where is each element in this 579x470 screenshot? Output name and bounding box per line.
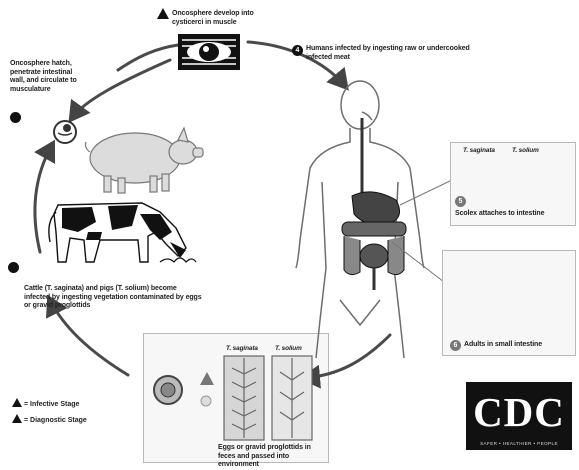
label-oncosphere-hatch: Oncosphere hatch, penetrate intestinal w… bbox=[10, 60, 82, 94]
stage-number-scolex: 5 bbox=[455, 196, 466, 207]
egg-icon bbox=[154, 376, 182, 404]
diagnostic-triangle-icon bbox=[12, 414, 22, 423]
proglottid-solium bbox=[272, 356, 312, 440]
cdc-logo-tagline: SAFER • HEALTHIER • PEOPLE bbox=[468, 441, 570, 446]
label-adults: Adults in small intestine bbox=[464, 341, 574, 350]
egg-small bbox=[201, 396, 211, 406]
stage-number-adults: 6 bbox=[450, 340, 461, 351]
legend-infective: = Infective Stage bbox=[12, 398, 79, 408]
legend-diagnostic: = Diagnostic Stage bbox=[12, 414, 87, 424]
label-oncosphere-develop: Oncosphere develop into cysticerci in mu… bbox=[172, 10, 282, 27]
arrow-environment-to-cattle bbox=[50, 300, 128, 375]
label-eggs: Eggs or gravid proglottids in feces and … bbox=[218, 444, 326, 470]
cdc-logo: CDC SAFER • HEALTHIER • PEOPLE bbox=[466, 382, 572, 450]
label-humans-infected: Humans infected by ingesting raw or unde… bbox=[306, 45, 476, 62]
oncosphere-icon bbox=[54, 121, 76, 143]
arrow-hatch-to-muscle bbox=[118, 45, 178, 70]
cdc-logo-text: CDC bbox=[466, 388, 572, 436]
label-scolex: Scolex attaches to intestine bbox=[455, 210, 573, 219]
proglottid-saginata bbox=[224, 356, 264, 440]
eggs-saginata-label: T. saginata bbox=[226, 345, 258, 353]
infective-triangle-icon bbox=[12, 398, 22, 407]
diagnostic-triangle-eggs bbox=[200, 372, 214, 385]
stage-number-humans: 4 bbox=[292, 45, 303, 56]
stage-number-hatch bbox=[10, 112, 21, 123]
pig-illustration bbox=[86, 128, 204, 193]
cysticerci-muscle-icon bbox=[178, 34, 240, 70]
stage-number-cattle bbox=[8, 262, 19, 273]
eggs-solium-label: T. solium bbox=[275, 345, 302, 353]
scolex-solium-label: T. solium bbox=[512, 147, 539, 155]
digestive-tract bbox=[342, 118, 406, 290]
cattle-illustration bbox=[49, 203, 196, 262]
infective-triangle-top bbox=[157, 8, 169, 19]
label-cattle-pigs: Cattle (T. saginata) and pigs (T. solium… bbox=[24, 285, 204, 311]
scolex-saginata-label: T. saginata bbox=[463, 147, 495, 155]
